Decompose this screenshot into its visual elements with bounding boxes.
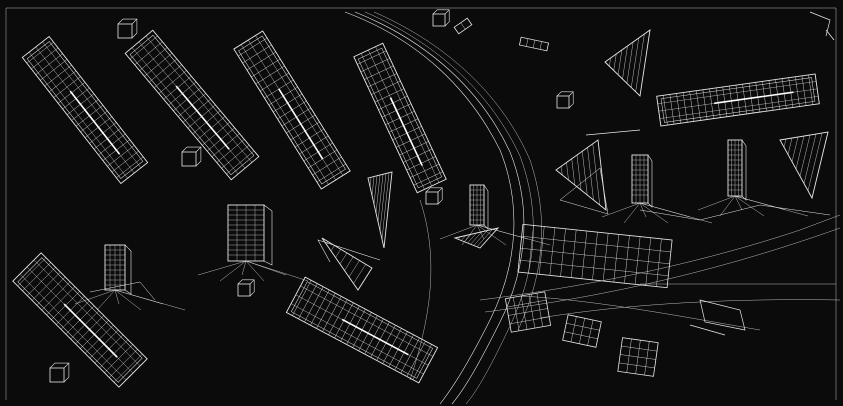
pavilion-cube-3 <box>425 187 443 205</box>
slab-block-2 <box>124 29 260 181</box>
tower-sketch-2 <box>439 184 551 246</box>
site-plan-2 <box>504 291 552 333</box>
slab-block-5 <box>656 73 820 127</box>
site-plan-6 <box>453 17 473 35</box>
sketch-stroke-3 <box>699 299 746 331</box>
sketch-stroke-1 <box>559 167 609 215</box>
sail-structure-2 <box>367 171 393 249</box>
sketch-stroke-4 <box>689 324 726 336</box>
slab-block-6 <box>12 252 148 388</box>
pavilion-cube-4 <box>237 279 255 297</box>
slab-block-7 <box>285 276 439 384</box>
site-plan-4 <box>617 337 659 377</box>
tower-sketch-1 <box>197 204 309 282</box>
pavilion-cube-5 <box>49 362 70 383</box>
tower-sketch-3 <box>601 154 713 224</box>
sail-structure-6 <box>604 29 651 97</box>
sketch-stroke-7 <box>317 239 381 263</box>
sail-structure-1 <box>321 237 373 291</box>
sketch-stroke-6 <box>89 281 156 301</box>
frame-border <box>5 7 837 400</box>
slab-block-3 <box>233 30 351 190</box>
sketch-stroke-8 <box>809 11 831 37</box>
site-plan-3 <box>562 314 602 348</box>
site-plan-1 <box>517 223 673 289</box>
pavilion-cube-2 <box>181 146 202 167</box>
pavilion-cube-1 <box>117 18 138 39</box>
sketch-stroke-2 <box>585 129 641 136</box>
pavilion-cube-7 <box>556 91 574 109</box>
sail-structure-5 <box>779 131 829 200</box>
slab-block-1 <box>21 35 149 185</box>
tower-sketch-5 <box>74 244 186 311</box>
urban-plan-drawing <box>12 9 835 388</box>
site-plan-5 <box>518 36 550 52</box>
sail-structure-3 <box>453 227 500 249</box>
sketch-stroke-5 <box>639 204 831 221</box>
railway-tracks <box>344 11 841 405</box>
sail-structure-4 <box>555 139 607 212</box>
pavilion-cube-6 <box>432 9 450 27</box>
sketch-stroke-9 <box>825 29 835 41</box>
slab-block-4 <box>353 42 447 194</box>
